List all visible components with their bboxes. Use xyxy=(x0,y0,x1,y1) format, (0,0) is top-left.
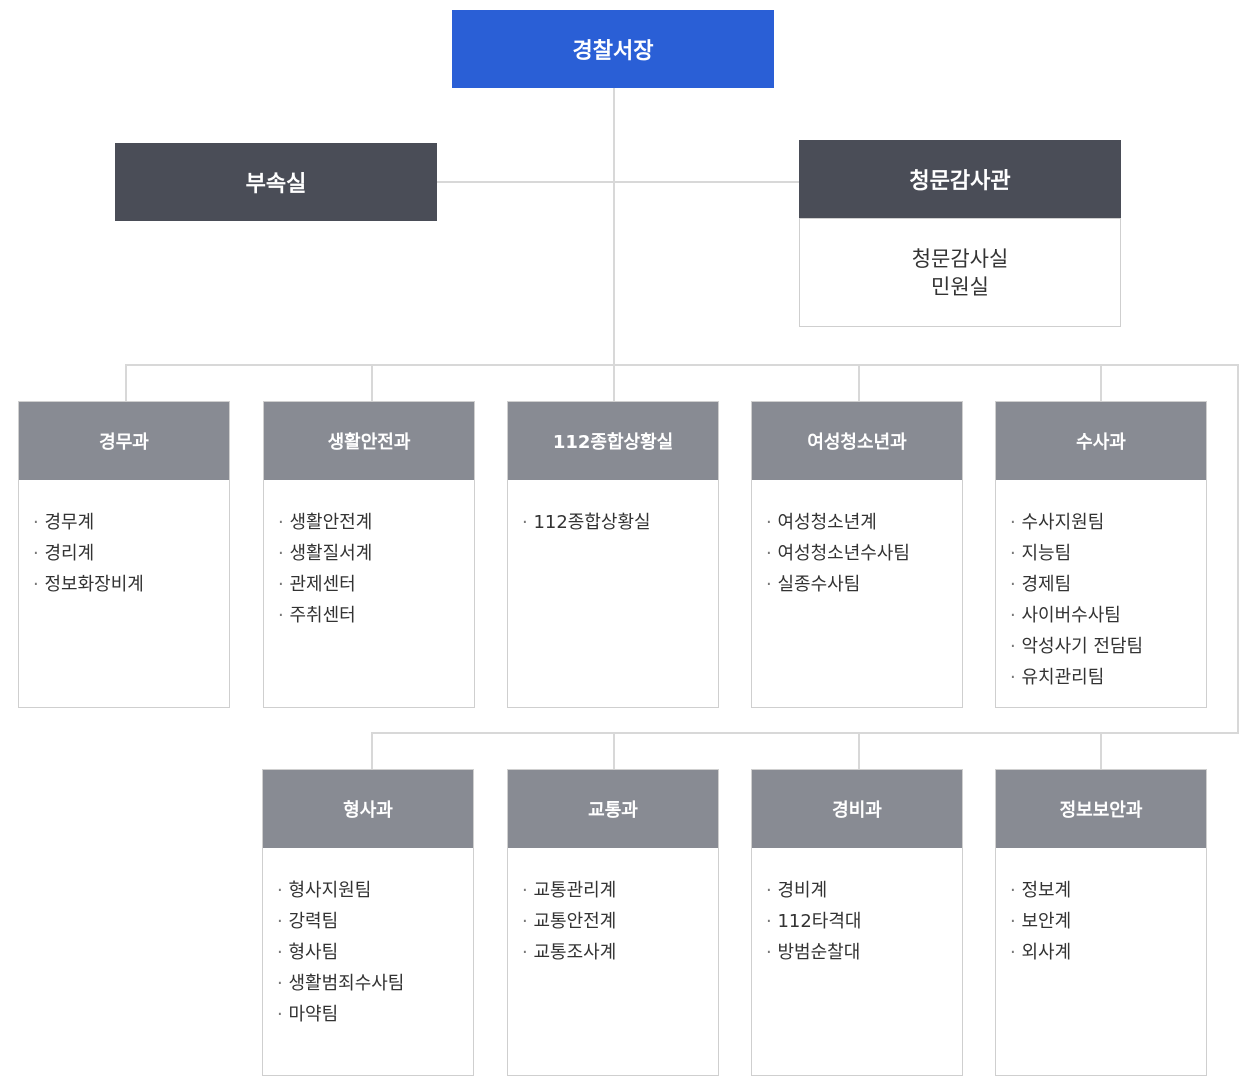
dept-item: 실종수사팀 xyxy=(766,569,962,600)
connector-drop xyxy=(613,364,615,402)
connector-drop xyxy=(858,732,860,770)
connector-drop xyxy=(125,364,127,402)
side-right-panel: 청문감사실 민원실 xyxy=(799,218,1121,327)
dept-item: 생활안전계 xyxy=(278,507,474,538)
connector-drop xyxy=(858,364,860,402)
dept-item: 방범순찰대 xyxy=(766,937,962,968)
dept-card: 생활안전과 생활안전계 생활질서계 관제센터 주취센터 xyxy=(263,401,475,708)
dept-item: 112종합상황실 xyxy=(522,507,718,538)
dept-item: 형사지원팀 xyxy=(277,875,473,906)
dept-card: 교통과 교통관리계 교통안전계 교통조사계 xyxy=(507,769,719,1076)
dept-card: 경비과 경비계 112타격대 방범순찰대 xyxy=(751,769,963,1076)
dept-item: 교통안전계 xyxy=(522,906,718,937)
side-right-item: 민원실 xyxy=(931,274,989,299)
connector-row1-horizontal xyxy=(125,364,1239,366)
dept-item: 악성사기 전담팀 xyxy=(1010,631,1206,662)
dept-item: 정보계 xyxy=(1010,875,1206,906)
dept-item: 형사팀 xyxy=(277,937,473,968)
dept-title: 생활안전과 xyxy=(264,402,474,480)
dept-title: 교통과 xyxy=(508,770,718,848)
dept-item: 112타격대 xyxy=(766,906,962,937)
dept-title: 수사과 xyxy=(996,402,1206,480)
dept-item: 관제센터 xyxy=(278,569,474,600)
dept-title: 정보보안과 xyxy=(996,770,1206,848)
connector-trunk xyxy=(613,88,615,366)
dept-item: 지능팀 xyxy=(1010,538,1206,569)
dept-title: 경비과 xyxy=(752,770,962,848)
dept-item: 외사계 xyxy=(1010,937,1206,968)
connector-right-vertical xyxy=(1237,364,1239,734)
side-right-box: 청문감사관 xyxy=(799,140,1121,218)
connector-row2-horizontal xyxy=(371,732,1239,734)
chief-box: 경찰서장 xyxy=(452,10,774,88)
dept-card: 수사과 수사지원팀 지능팀 경제팀 사이버수사팀 악성사기 전담팀 유치관리팀 xyxy=(995,401,1207,708)
dept-item: 생활범죄수사팀 xyxy=(277,968,473,999)
dept-item: 유치관리팀 xyxy=(1010,662,1206,693)
dept-item: 보안계 xyxy=(1010,906,1206,937)
dept-item: 여성청소년수사팀 xyxy=(766,538,962,569)
dept-item: 수사지원팀 xyxy=(1010,507,1206,538)
connector-side-horizontal xyxy=(437,181,799,183)
dept-card: 형사과 형사지원팀 강력팀 형사팀 생활범죄수사팀 마약팀 xyxy=(262,769,474,1076)
dept-item: 사이버수사팀 xyxy=(1010,600,1206,631)
side-right-item: 청문감사실 xyxy=(911,246,1009,271)
connector-drop xyxy=(371,732,373,770)
dept-card: 정보보안과 정보계 보안계 외사계 xyxy=(995,769,1207,1076)
dept-title: 경무과 xyxy=(19,402,229,480)
connector-drop xyxy=(1100,732,1102,770)
connector-drop xyxy=(1100,364,1102,402)
dept-title: 형사과 xyxy=(263,770,473,848)
dept-title: 112종합상황실 xyxy=(508,402,718,480)
dept-item: 교통관리계 xyxy=(522,875,718,906)
dept-card: 여성청소년과 여성청소년계 여성청소년수사팀 실종수사팀 xyxy=(751,401,963,708)
dept-item: 마약팀 xyxy=(277,999,473,1030)
dept-item: 경제팀 xyxy=(1010,569,1206,600)
dept-item: 주취센터 xyxy=(278,600,474,631)
connector-drop xyxy=(371,364,373,402)
dept-item: 경리계 xyxy=(33,538,229,569)
dept-item: 여성청소년계 xyxy=(766,507,962,538)
dept-item: 경무계 xyxy=(33,507,229,538)
side-left-box: 부속실 xyxy=(115,143,437,221)
dept-card: 경무과 경무계 경리계 정보화장비계 xyxy=(18,401,230,708)
dept-item: 생활질서계 xyxy=(278,538,474,569)
dept-item: 교통조사계 xyxy=(522,937,718,968)
dept-title: 여성청소년과 xyxy=(752,402,962,480)
connector-drop xyxy=(613,732,615,770)
dept-item: 강력팀 xyxy=(277,906,473,937)
dept-item: 정보화장비계 xyxy=(33,569,229,600)
dept-card: 112종합상황실 112종합상황실 xyxy=(507,401,719,708)
dept-item: 경비계 xyxy=(766,875,962,906)
